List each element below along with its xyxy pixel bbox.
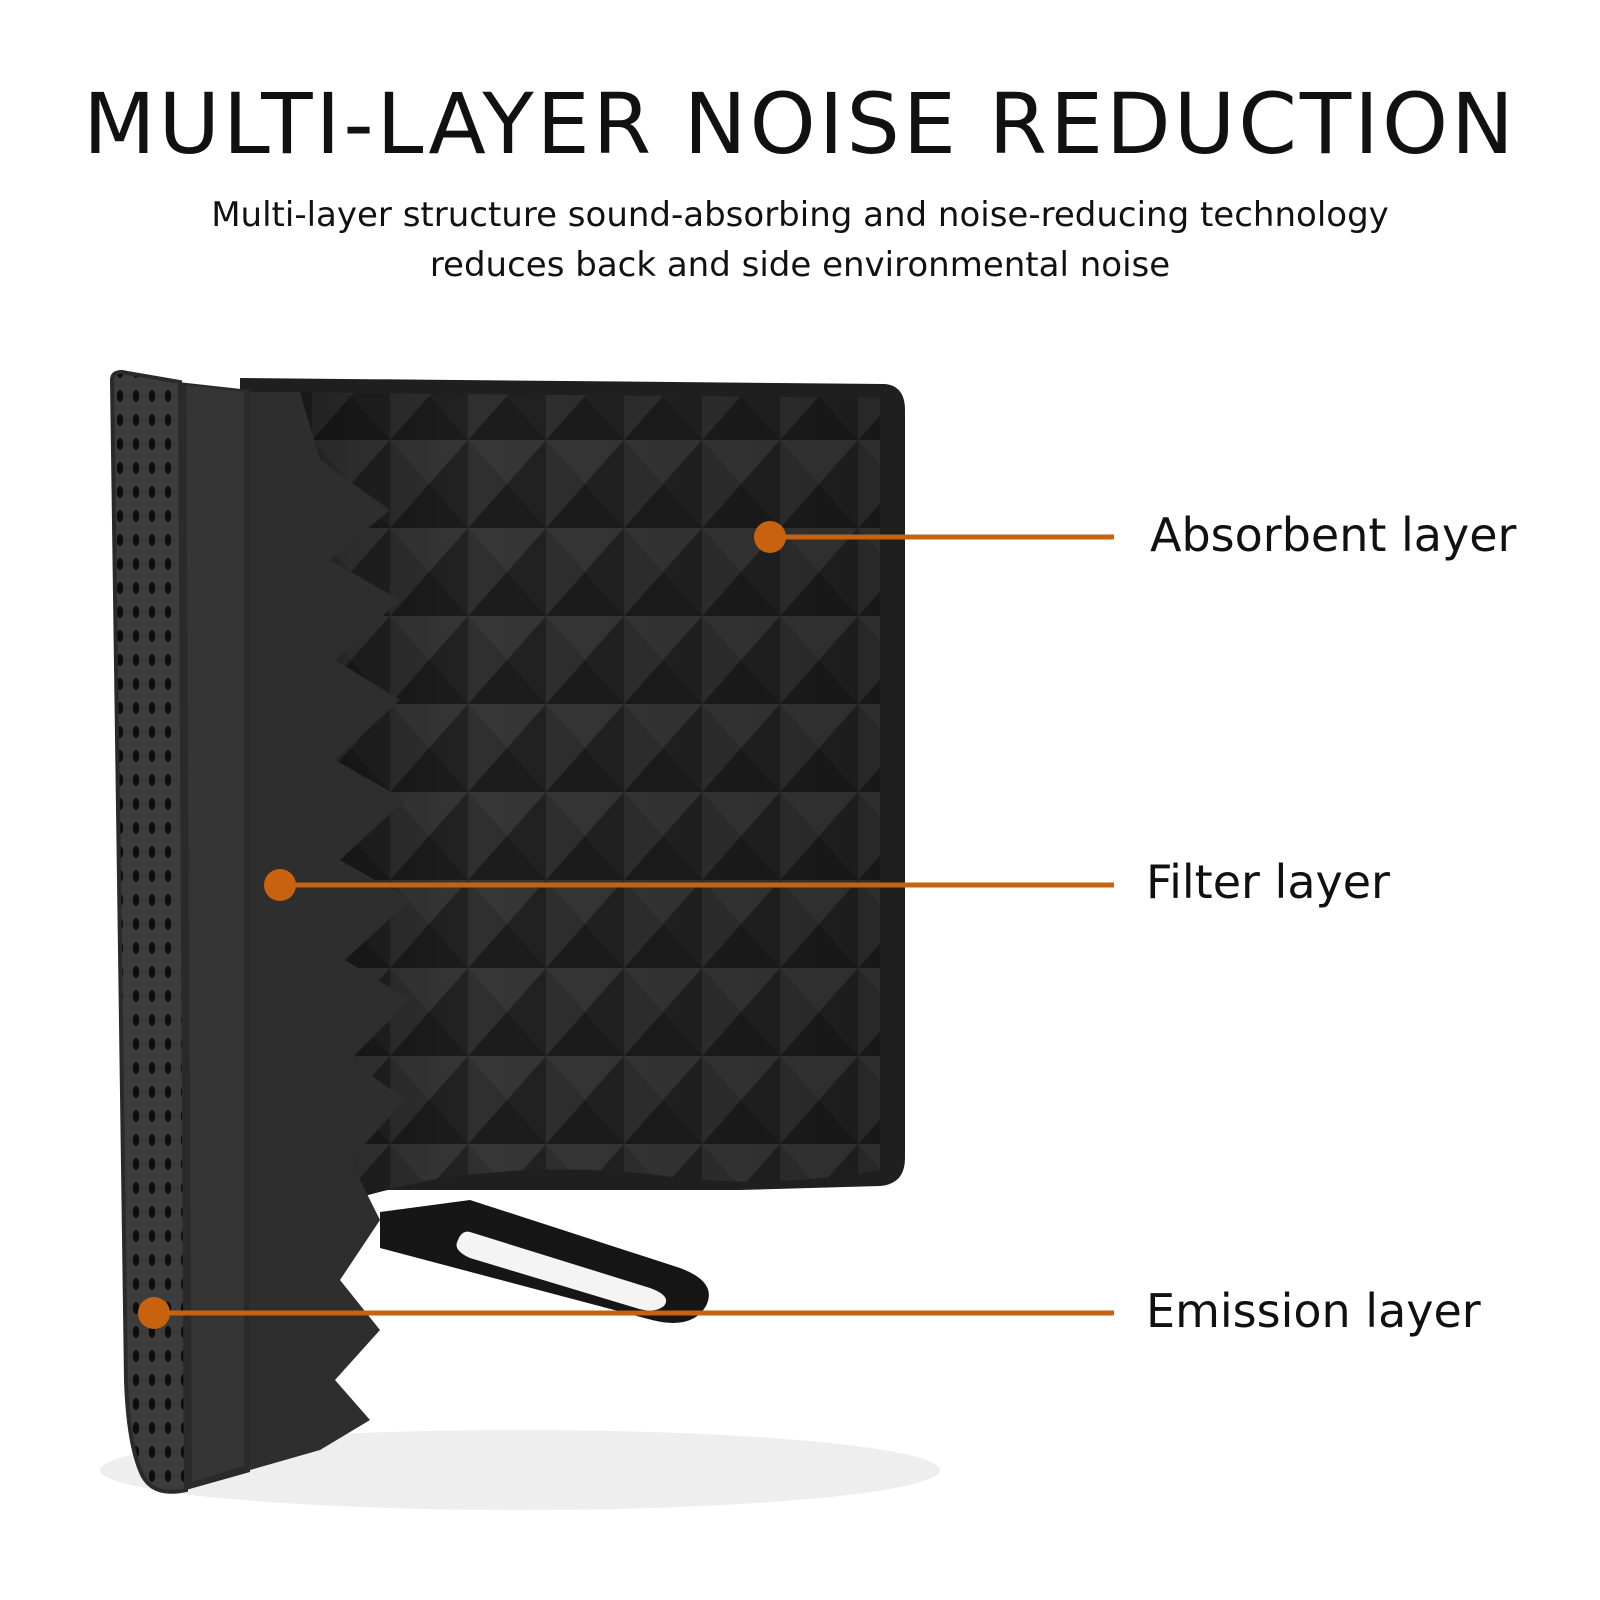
filter-foam <box>250 392 410 1470</box>
callout-dot <box>138 1297 170 1329</box>
page-subtitle: Multi-layer structure sound-absorbing an… <box>100 190 1500 290</box>
page-title: MULTI-LAYER NOISE REDUCTION <box>83 75 1517 173</box>
callout-absorbent <box>754 521 1114 553</box>
callout-dot <box>264 869 296 901</box>
callout-filter <box>264 869 1114 901</box>
absorbent-layer-label: Absorbent layer <box>1150 508 1517 562</box>
emission-layer-label: Emission layer <box>1146 1284 1481 1338</box>
subtitle-line-2: reduces back and side environmental nois… <box>429 245 1171 285</box>
callout-emission <box>138 1297 1114 1329</box>
filter-layer-label: Filter layer <box>1146 855 1390 909</box>
emission-panel <box>112 372 186 1492</box>
callout-dot <box>754 521 786 553</box>
subtitle-line-1: Multi-layer structure sound-absorbing an… <box>211 195 1389 235</box>
